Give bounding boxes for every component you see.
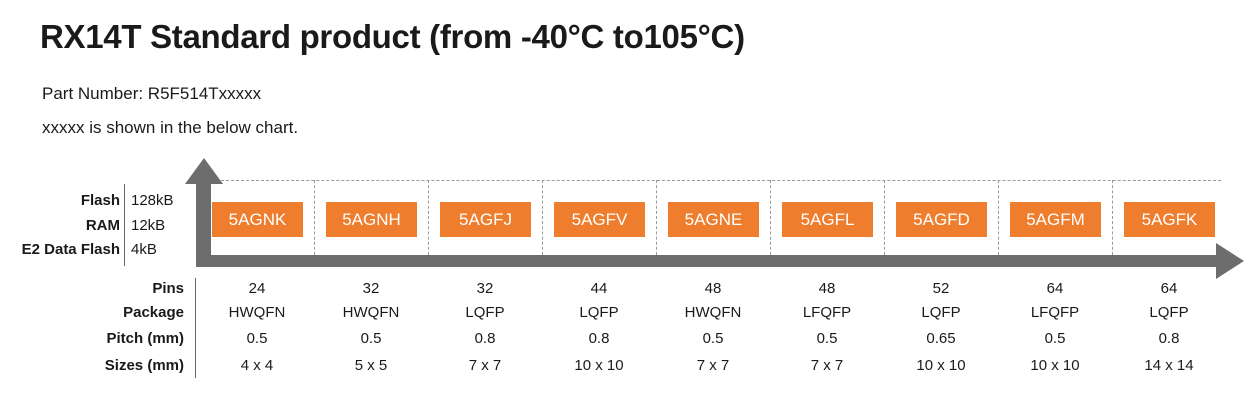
product-code-box: 5AGFM — [1010, 202, 1101, 237]
product-code-box: 5AGFK — [1124, 202, 1215, 237]
spec-pins-cell: 48 — [704, 280, 722, 297]
spec-pitch-cell: 0.65 — [926, 330, 956, 347]
column-divider — [542, 180, 543, 255]
spec-pins-cell: 44 — [590, 280, 608, 297]
spec-package-cell: LQFP — [921, 304, 961, 321]
product-code-box: 5AGNE — [668, 202, 759, 237]
part-number-text: Part Number: R5F514Txxxxx — [42, 84, 262, 103]
spec-pitch-cell: 0.5 — [816, 330, 838, 347]
spec-size-cell: 10 x 10 — [1030, 357, 1080, 374]
package-label: Package — [123, 304, 184, 321]
spec-package-cell: LQFP — [579, 304, 619, 321]
e2-data-flash-label: E2 Data Flash — [21, 241, 120, 258]
spec-pitch-cell: 0.5 — [246, 330, 268, 347]
column-divider — [998, 180, 999, 255]
spec-pins-cell: 52 — [932, 280, 950, 297]
dashed-top-border — [211, 180, 1221, 181]
ram-label: RAM — [85, 217, 120, 234]
spec-size-cell: 7 x 7 — [810, 357, 844, 374]
spec-size-cell: 10 x 10 — [574, 357, 624, 374]
column-divider — [1112, 180, 1113, 255]
spec-pins-cell: 64 — [1046, 280, 1064, 297]
product-code-box: 5AGFJ — [440, 202, 531, 237]
product-code-box: 5AGNK — [212, 202, 303, 237]
product-code-box: 5AGNH — [326, 202, 417, 237]
memory-separator — [124, 184, 125, 266]
page-title: RX14T Standard product (from -40°C to105… — [40, 18, 745, 55]
spec-size-cell: 4 x 4 — [240, 357, 274, 374]
spec-package-cell: LQFP — [1149, 304, 1189, 321]
spec-pins-cell: 64 — [1160, 280, 1178, 297]
e2-data-flash-value: 4kB — [131, 241, 157, 258]
flash-value: 128kB — [131, 192, 174, 209]
spec-package-cell: HWQFN — [228, 304, 286, 321]
sizes-label: Sizes (mm) — [104, 357, 184, 374]
pins-label: Pins — [152, 280, 184, 297]
flash-label: Flash — [80, 192, 120, 209]
spec-size-cell: 10 x 10 — [916, 357, 966, 374]
vertical-axis — [196, 180, 211, 259]
column-divider — [770, 180, 771, 255]
spec-package-cell: LQFP — [465, 304, 505, 321]
spec-size-cell: 7 x 7 — [696, 357, 730, 374]
spec-pitch-cell: 0.8 — [1158, 330, 1180, 347]
spec-separator — [195, 278, 196, 378]
spec-pitch-cell: 0.8 — [474, 330, 496, 347]
column-divider — [428, 180, 429, 255]
column-divider — [314, 180, 315, 255]
column-divider — [656, 180, 657, 255]
spec-size-cell: 5 x 5 — [354, 357, 388, 374]
product-code-box: 5AGFV — [554, 202, 645, 237]
spec-pins-cell: 48 — [818, 280, 836, 297]
spec-pins-cell: 24 — [248, 280, 266, 297]
ram-value: 12kB — [131, 217, 166, 234]
column-divider — [884, 180, 885, 255]
spec-package-cell: HWQFN — [684, 304, 742, 321]
right-arrow-icon — [1216, 243, 1244, 279]
spec-pitch-cell: 0.5 — [360, 330, 382, 347]
spec-pitch-cell: 0.8 — [588, 330, 610, 347]
product-code-box: 5AGFD — [896, 202, 987, 237]
spec-pitch-cell: 0.5 — [1044, 330, 1066, 347]
spec-pitch-cell: 0.5 — [702, 330, 724, 347]
spec-size-cell: 7 x 7 — [468, 357, 502, 374]
up-arrow-icon — [185, 158, 223, 184]
spec-package-cell: LFQFP — [802, 304, 852, 321]
spec-package-cell: HWQFN — [342, 304, 400, 321]
pitch-label: Pitch (mm) — [106, 330, 184, 347]
spec-size-cell: 14 x 14 — [1144, 357, 1194, 374]
spec-pins-cell: 32 — [362, 280, 380, 297]
chart-note: xxxxx is shown in the below chart. — [42, 118, 299, 137]
horizontal-axis — [196, 255, 1220, 267]
product-code-box: 5AGFL — [782, 202, 873, 237]
spec-pins-cell: 32 — [476, 280, 494, 297]
spec-package-cell: LFQFP — [1030, 304, 1080, 321]
